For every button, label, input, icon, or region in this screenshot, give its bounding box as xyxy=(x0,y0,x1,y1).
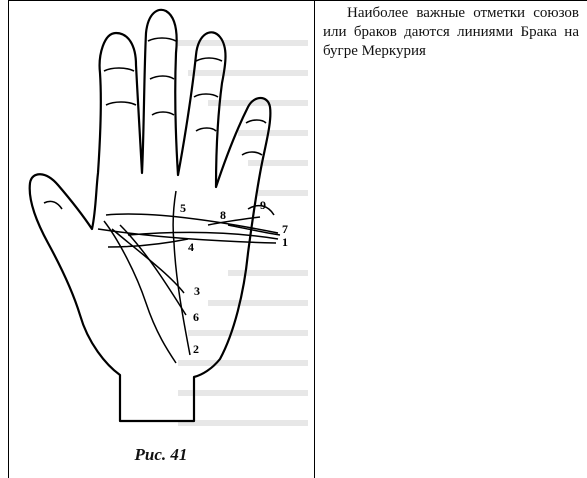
palm-diagram: 5 9 8 7 1 4 3 6 2 xyxy=(8,3,314,443)
label-2: 2 xyxy=(193,342,199,356)
label-5: 5 xyxy=(180,201,186,215)
label-8: 8 xyxy=(220,208,226,222)
label-4: 4 xyxy=(188,240,194,254)
label-9: 9 xyxy=(260,198,266,212)
label-1: 1 xyxy=(282,235,288,249)
table-border-top xyxy=(8,0,587,1)
figure-caption: Рис. 41 xyxy=(8,445,314,465)
body-paragraph: Наиболее важные отметки союзов или брако… xyxy=(323,4,579,61)
table-border-middle xyxy=(314,0,315,478)
finger-creases xyxy=(44,38,266,209)
figure-cell: 5 9 8 7 1 4 3 6 2 Рис. 41 xyxy=(8,3,314,475)
label-7: 7 xyxy=(282,222,288,236)
label-6: 6 xyxy=(193,310,199,324)
label-3: 3 xyxy=(194,284,200,298)
